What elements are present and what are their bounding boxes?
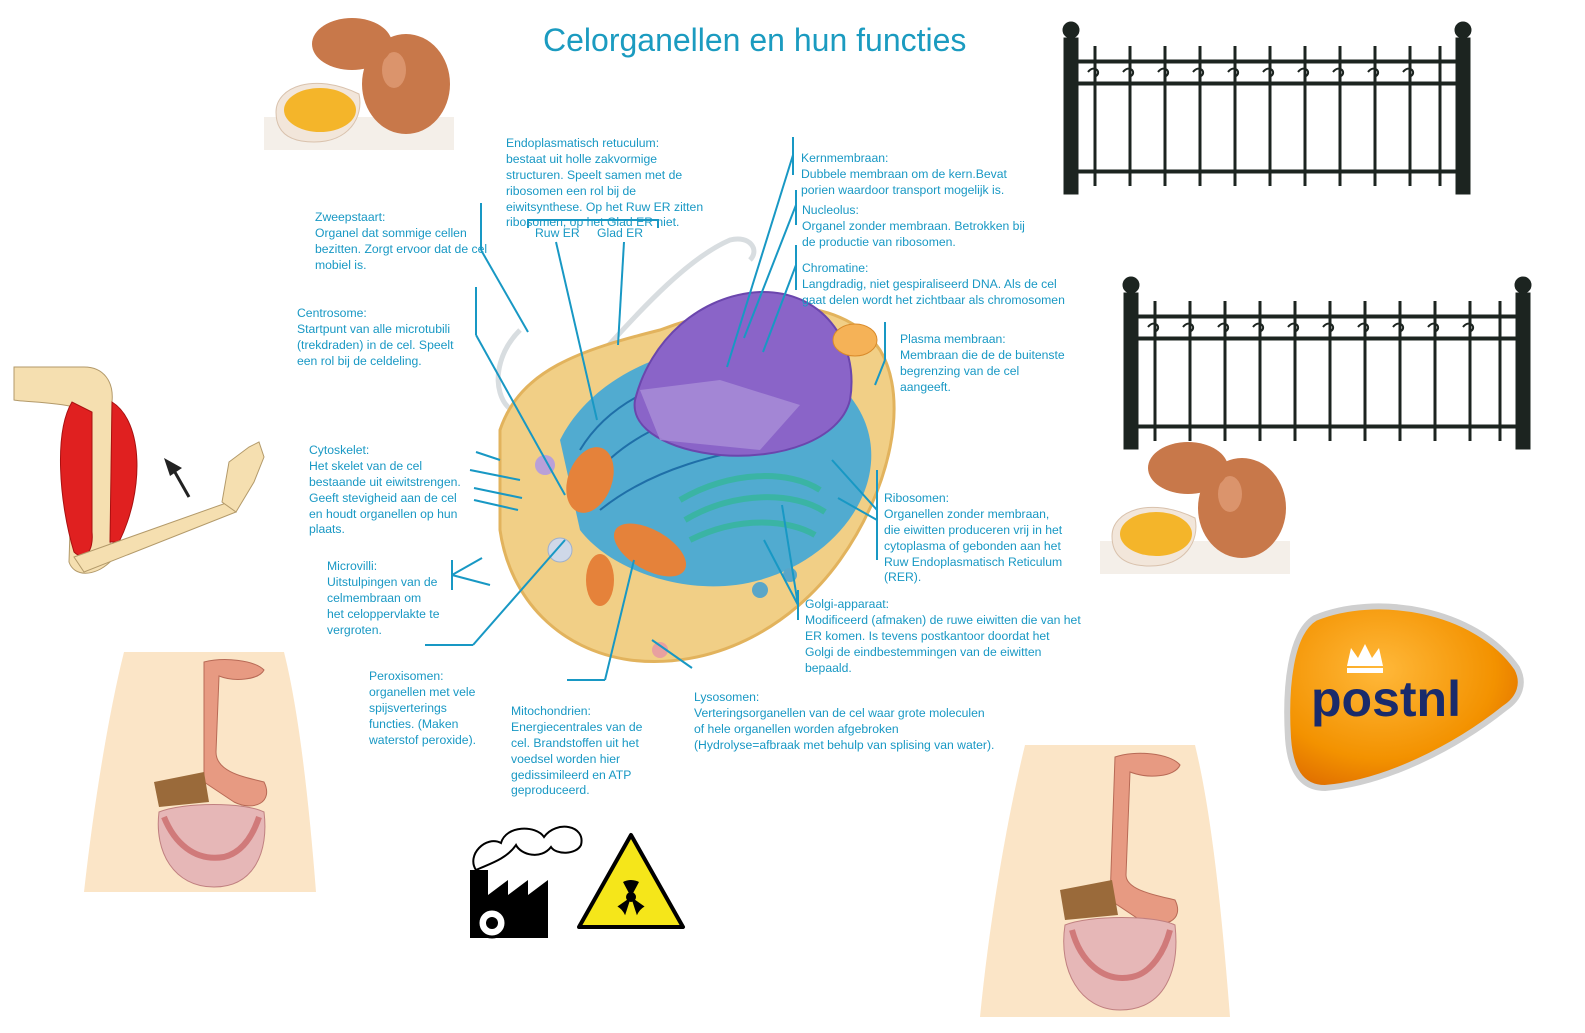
factory-icon bbox=[470, 825, 583, 939]
digestive-system-icon bbox=[84, 652, 316, 892]
label-centrosome: Centrosome:Startpunt van alle microtubil… bbox=[297, 305, 454, 368]
radiation-icon bbox=[577, 833, 685, 929]
postnl-logo: postnl bbox=[1284, 603, 1524, 792]
label-er: Endoplasmatisch retuculum:bestaat uit ho… bbox=[506, 135, 704, 230]
label-lysosomen: Lysosomen:Verteringsorganellen van de ce… bbox=[694, 689, 995, 752]
label-nucleolus: Nucleolus:Organel zonder membraan. Betro… bbox=[802, 202, 1025, 249]
label-plasma-membraan: Plasma membraan:Membraan die de de buite… bbox=[900, 331, 1065, 394]
cell-diagram bbox=[495, 236, 896, 663]
label-kernmembraan: Kernmembraan:Dubbele membraan om de kern… bbox=[801, 150, 1007, 197]
label-mitochondrien: Mitochondrien:Energiecentrales van de ce… bbox=[511, 703, 643, 798]
label-ruw-er: Ruw ER bbox=[535, 226, 580, 240]
arm-muscle-icon bbox=[13, 366, 265, 574]
label-golgi: Golgi-apparaat:Modificeerd (afmaken) de … bbox=[805, 596, 1081, 675]
label-microvilli: Microvilli:Uitstulpingen van de celmembr… bbox=[327, 558, 440, 637]
page-title: Celorganellen en hun functies bbox=[543, 22, 967, 58]
label-cytoskelet: Cytoskelet:Het skelet van de cel bestaan… bbox=[309, 442, 461, 537]
label-ribosomen: Ribosomen:Organellen zonder membraan, di… bbox=[884, 490, 1063, 585]
label-zweepstaart: Zweepstaart:Organel dat sommige cellen b… bbox=[315, 209, 488, 272]
eggs-icon bbox=[264, 18, 454, 150]
label-peroxisomen: Peroxisomen:organellen met vele spijsver… bbox=[369, 668, 477, 747]
digestive-system-icon bbox=[980, 745, 1230, 1017]
label-glad-er: Glad ER bbox=[597, 226, 644, 240]
label-chromatine: Chromatine:Langdradig, niet gespiralisee… bbox=[802, 260, 1065, 307]
fence-icon bbox=[1122, 276, 1532, 450]
eggs-icon bbox=[1100, 442, 1290, 574]
postnl-text: postnl bbox=[1311, 671, 1461, 727]
fence-icon bbox=[1062, 21, 1472, 195]
